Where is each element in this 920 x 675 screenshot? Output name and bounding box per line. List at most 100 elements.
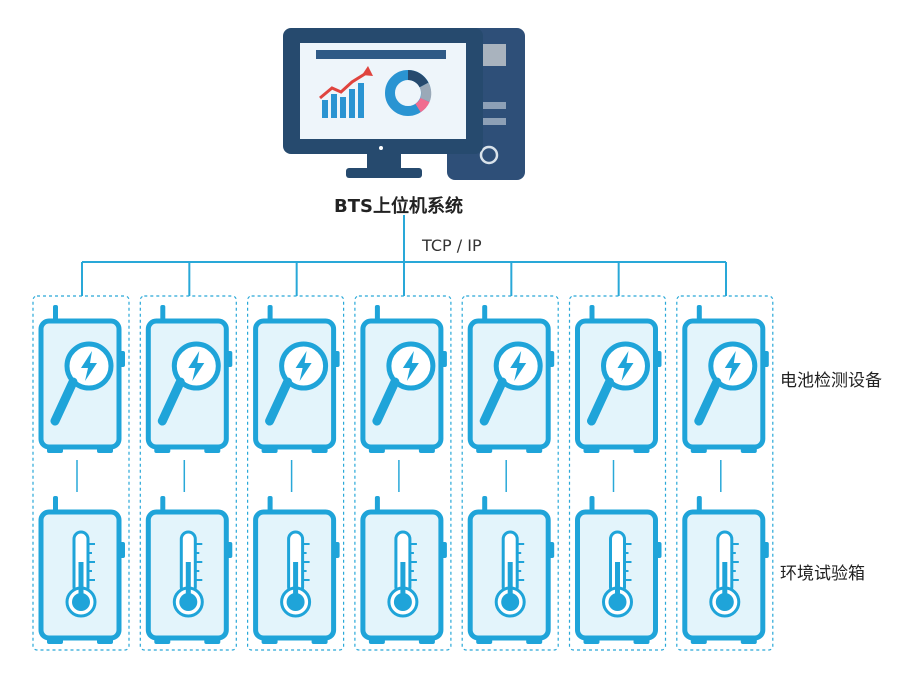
tester-row-label: 电池检测设备 [780,371,882,391]
lightning-bolt [510,351,527,381]
chamber-foot [476,638,493,644]
thermometer-mercury [400,562,406,598]
tester-antenna [160,305,166,321]
thermometer-chamber-icon [709,530,741,618]
tester-foot [740,447,757,453]
chamber-foot [368,638,385,644]
magnifier-handle [50,377,78,426]
chamber-antenna [696,496,702,512]
protocol-label: TCP / IP [422,236,482,255]
tester-foot [633,447,650,453]
tester-foot [204,447,221,453]
chamber-foot [633,638,650,644]
tester-foot [476,447,493,453]
thermometer-mercury [507,562,513,598]
battery-tester-icon [157,341,221,426]
tester-foot [154,447,171,453]
thermometer-mercury [185,562,191,598]
lightning-bolt [402,351,419,381]
battery-tester-icon [479,341,543,426]
chamber-foot [311,638,328,644]
chamber-antenna [53,496,58,512]
chamber-foot [526,638,543,644]
device-units [32,295,774,651]
tester-foot [97,447,113,453]
chamber-row-label: 环境试验箱 [780,564,865,584]
tester-antenna [267,305,273,321]
battery-tester-icon [587,341,650,426]
chamber-foot [690,638,707,644]
tester-antenna [53,305,58,321]
screen-donut-segment [407,70,429,88]
pc-tower-slot [476,118,506,125]
thermometer-mercury [293,562,299,598]
unit-group-border [247,295,345,651]
thermometer-chamber-icon [280,530,312,618]
thermometer-bulb [179,593,198,611]
chamber-antenna [374,496,380,512]
lightning-bolt [295,351,312,381]
screen-donut-segment [415,97,430,113]
thermometer-chamber-icon [494,530,526,618]
monitor-led [379,146,383,150]
magnifier-handle [372,377,400,426]
thermometer-chamber-icon [65,530,97,618]
lightning-bolt [188,351,205,381]
lightning-bolt [724,351,741,381]
battery-tester-icon [694,341,758,426]
network-lines [81,215,727,296]
unit-group-border [461,295,559,651]
tester-foot [418,447,435,453]
magnifier-handle [157,377,185,426]
monitor-stand [367,154,401,172]
chamber-antenna [267,496,273,512]
lightning-bolt [617,351,634,381]
unit-group-border [354,295,452,651]
battery-tester-icon [50,341,114,426]
unit-group-border [139,295,237,651]
battery-tester-icon [265,341,329,426]
thermometer-mercury [78,562,84,598]
tester-antenna [482,305,488,321]
screen-header-bar [316,50,446,59]
unit-column [461,295,559,651]
magnifier-handle [479,377,507,426]
thermometer-mercury [615,562,620,598]
thermometer-bulb [608,593,627,611]
chamber-foot [418,638,435,644]
unit-group-border [32,295,130,651]
monitor-base [346,168,422,178]
chamber-foot [261,638,278,644]
magnifier-handle [265,377,293,426]
chamber-foot [204,638,221,644]
screen-bar-chart [322,83,364,118]
chamber-foot [740,638,757,644]
unit-column [676,295,774,651]
pc-power-button [479,145,499,165]
chamber-antenna [482,496,488,512]
chamber-foot [47,638,63,644]
unit-column [354,295,452,651]
chamber-foot [583,638,600,644]
thermometer-bulb [715,593,734,611]
tester-foot [690,447,707,453]
magnifier-handle [587,377,614,426]
tester-foot [47,447,63,453]
thermometer-chamber-icon [602,530,633,618]
tester-foot [583,447,600,453]
unit-group-border [568,295,667,651]
chamber-foot [154,638,171,644]
host-label: BTS上位机系统 [334,196,463,217]
chamber-antenna [589,496,595,512]
thermometer-bulb [72,593,90,611]
battery-tester-icon [372,341,436,426]
pc-tower-slot [476,102,506,109]
tester-antenna [696,305,702,321]
thermometer-chamber-icon [172,530,204,618]
screen-trend-arrow [362,66,373,76]
unit-column [32,295,130,651]
chamber-antenna [160,496,166,512]
screen-trend-line [319,70,369,100]
thermometer-bulb [501,593,520,611]
